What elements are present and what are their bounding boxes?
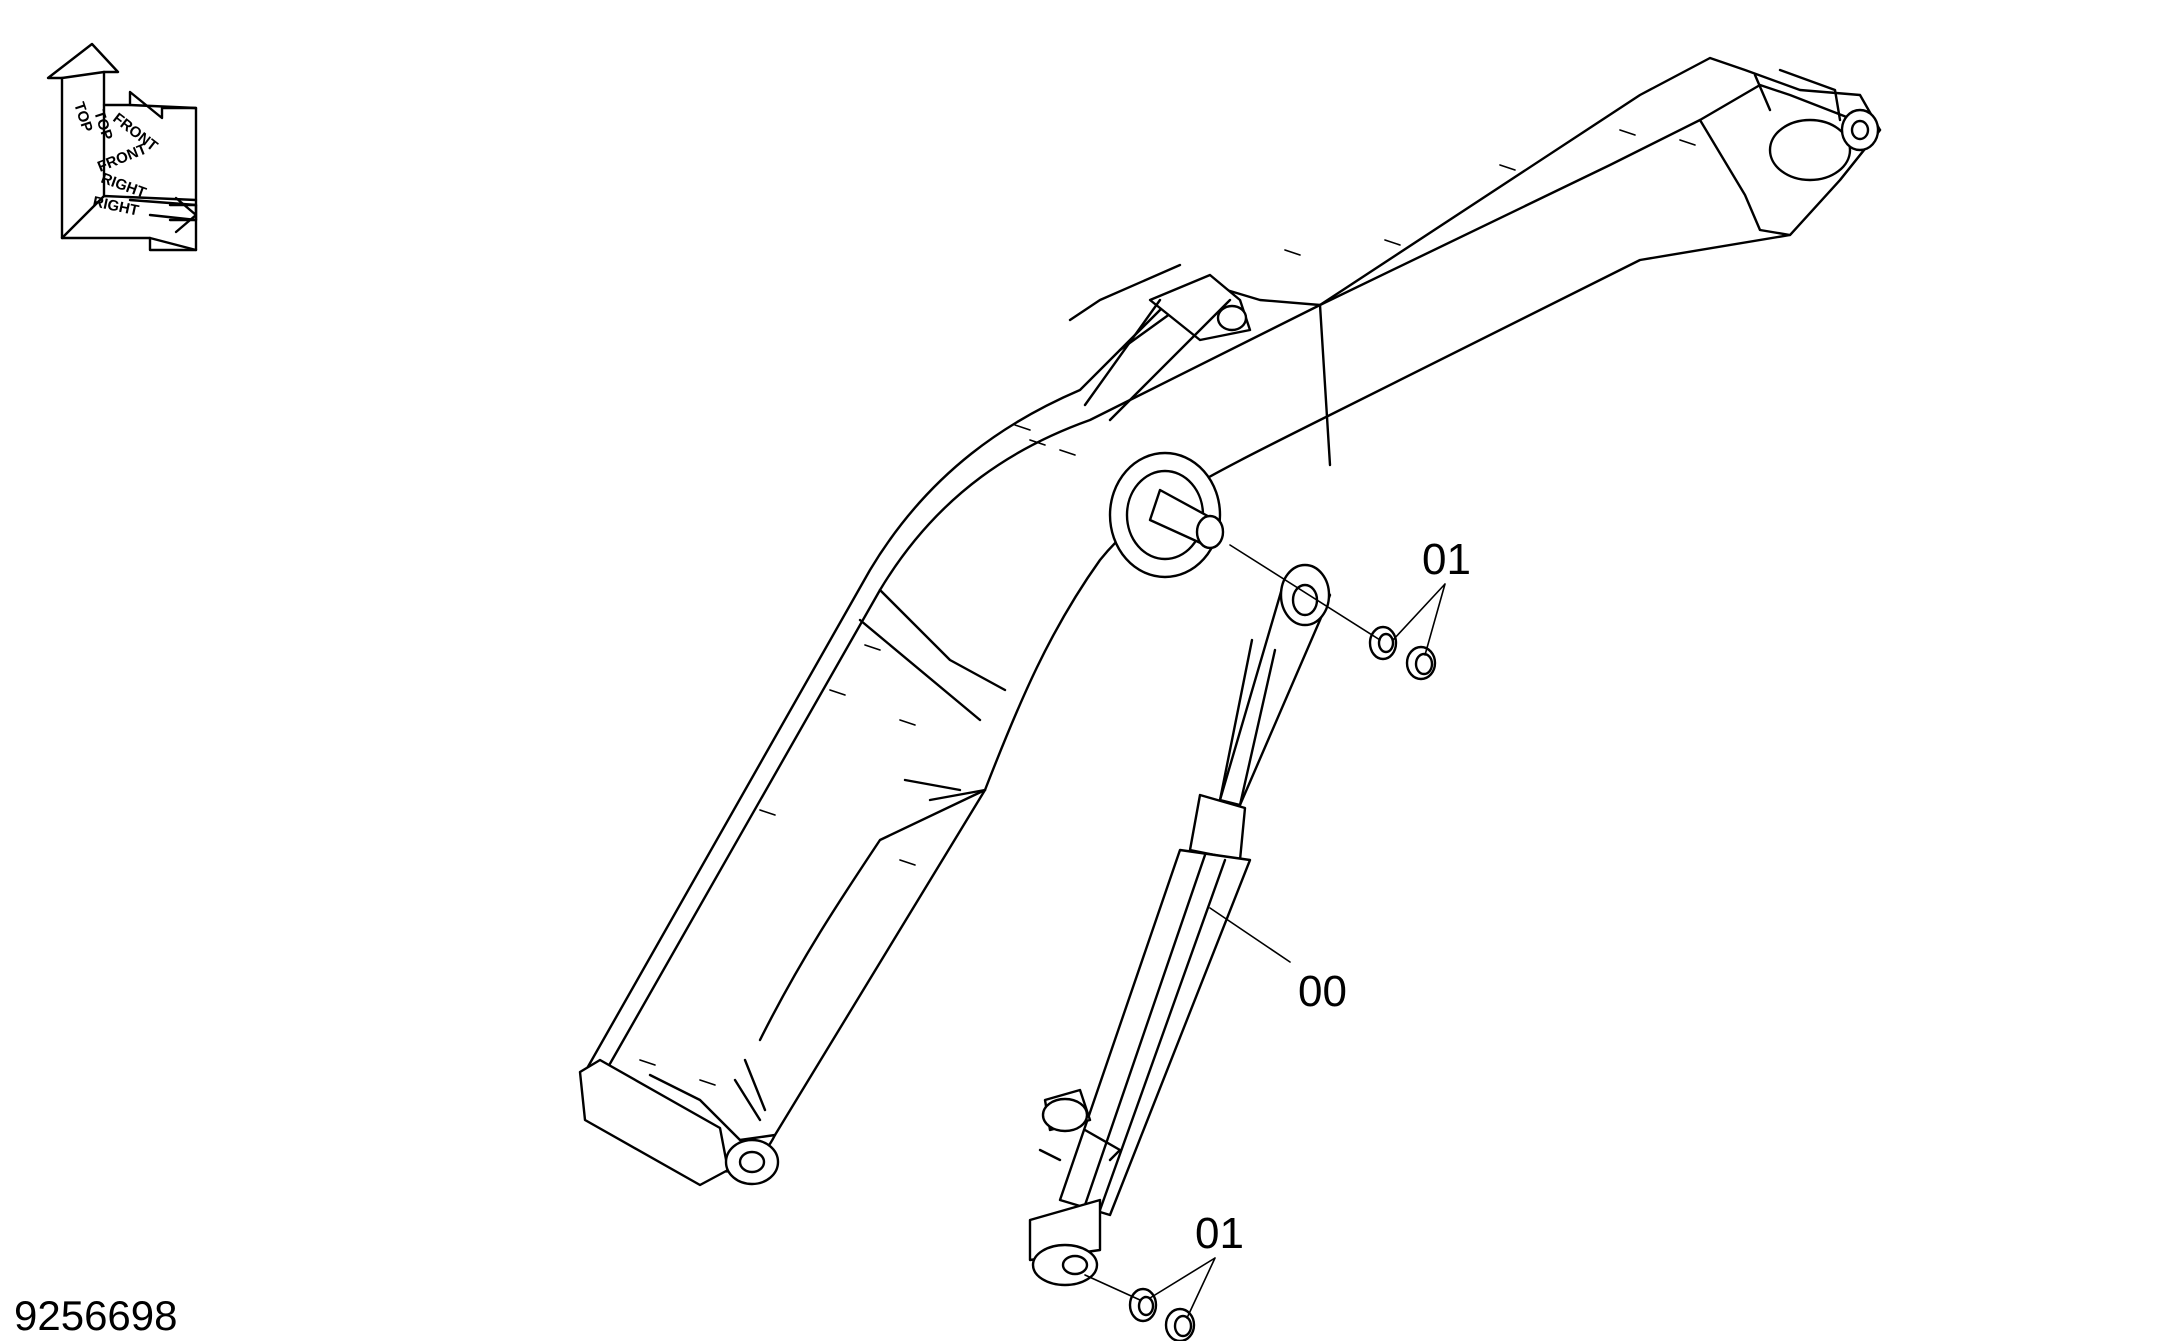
bushing-set-lower xyxy=(1128,1287,1196,1341)
callout-pin-upper: 01 xyxy=(1422,535,1471,584)
callout-cylinder: 00 xyxy=(1298,967,1347,1016)
orientation-symbol: TOP TOP FRONT FRONT RIGHT RIGHT xyxy=(46,42,198,252)
hydraulic-cylinder xyxy=(1028,563,1332,1287)
drawing-number: 9256698 xyxy=(14,1292,178,1339)
lower-pin-centerline xyxy=(1084,1274,1141,1301)
bushing-set-upper xyxy=(1368,625,1437,681)
upper-pin-centerline xyxy=(1229,544,1381,641)
leader-lines xyxy=(1149,583,1446,1319)
boom-arm xyxy=(578,56,1882,1187)
callout-pin-lower: 01 xyxy=(1195,1209,1244,1258)
